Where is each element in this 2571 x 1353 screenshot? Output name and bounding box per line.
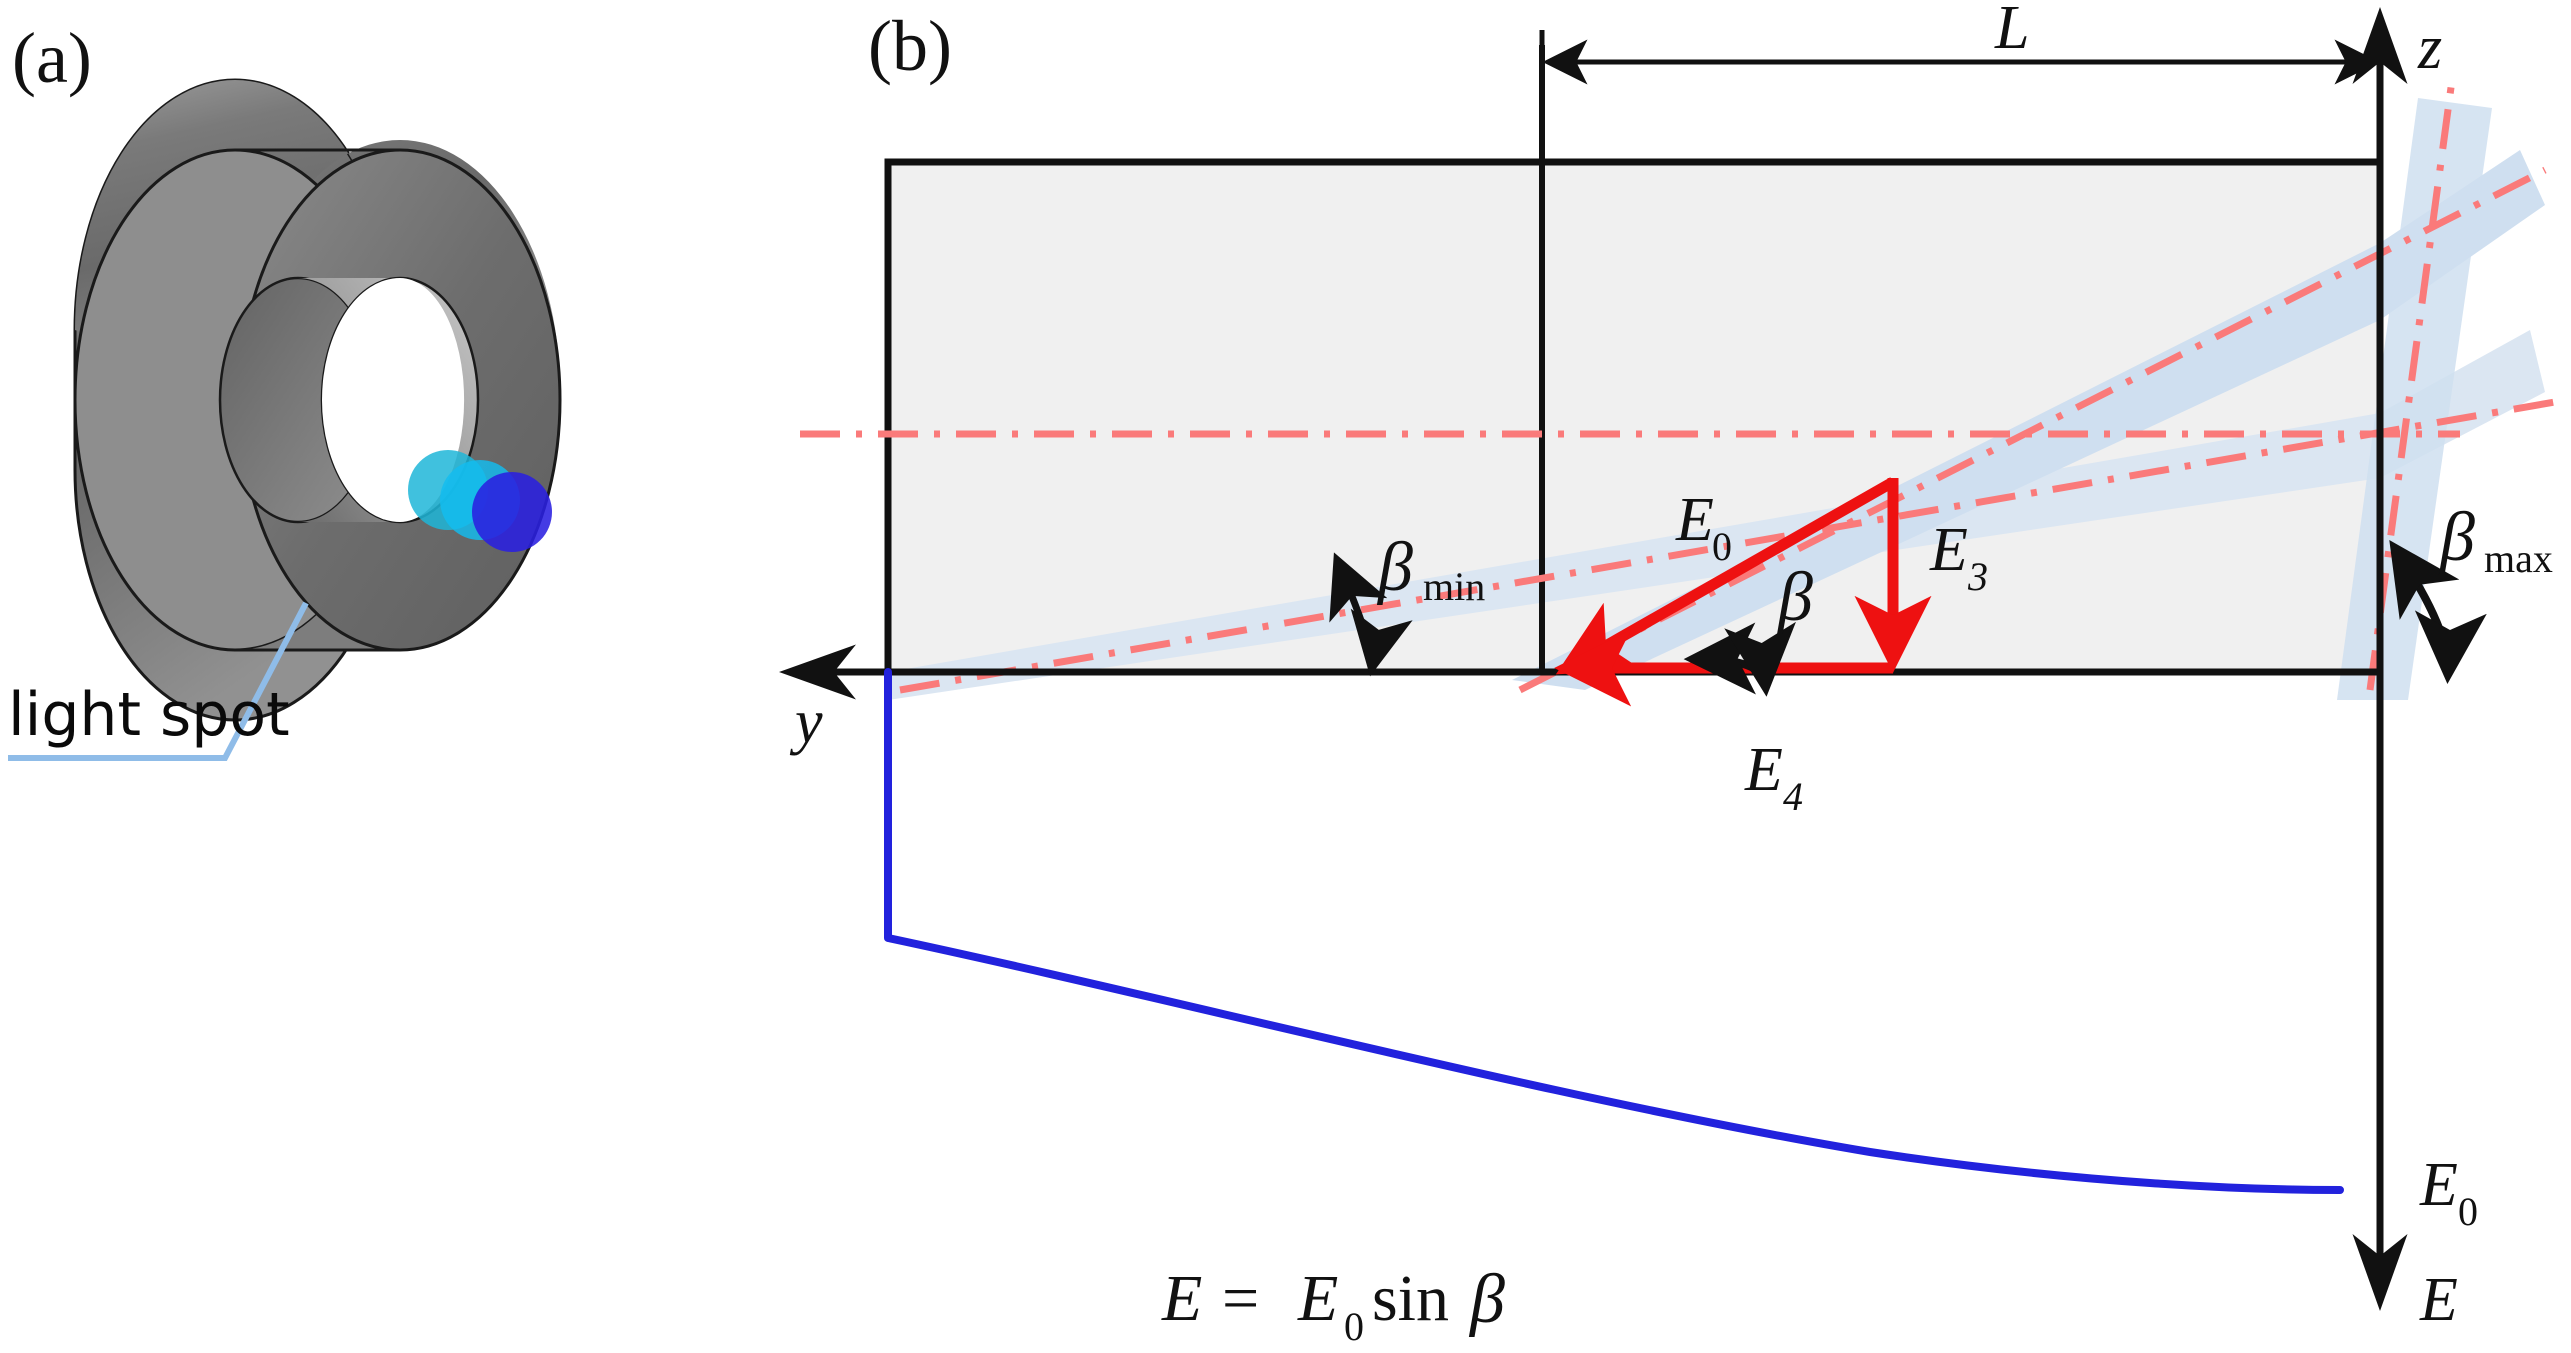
beta-label: β	[1776, 559, 1813, 636]
equation-rhs-base: E	[1297, 1262, 1338, 1335]
equation-sin: sin	[1372, 1262, 1449, 1335]
panel-a-label: (a)	[12, 18, 92, 98]
beta-min-subscript: min	[1423, 564, 1485, 609]
equation-equals: =	[1222, 1262, 1259, 1335]
vector-E3-label: E	[1929, 516, 1968, 584]
E0-asymptote-label: E	[2419, 1151, 2458, 1219]
beam-vertical-centerline	[2366, 79, 2456, 691]
y-axis-label: y	[789, 688, 823, 756]
beta-max-angle-arc	[2389, 540, 2487, 684]
vector-E4-subscript: 4	[1783, 774, 1803, 819]
E-profile-curve	[884, 668, 2344, 1194]
panel-b-label: (b)	[868, 6, 952, 86]
E-axis-label: E	[2419, 1266, 2458, 1334]
beta-min-angle-arc	[1329, 552, 1413, 677]
z-axis-label: z	[2417, 14, 2442, 82]
light-spot-leader-line[interactable]	[8, 601, 309, 761]
panel-a: (a) light spot	[8, 18, 562, 761]
beta-max-subscript: max	[2484, 536, 2553, 581]
equation-group: E = E 0 sin β	[1161, 1261, 1505, 1349]
beam-shallow-centerline	[899, 398, 2556, 694]
beam-vertical-betamax	[2337, 98, 2492, 700]
vector-E0-label: E	[1675, 486, 1714, 554]
vector-E0-subscript: 0	[1712, 524, 1732, 569]
equation-lhs: E	[1161, 1262, 1202, 1335]
beta-max-label: β	[2438, 499, 2475, 576]
dimension-L-label: L	[1994, 0, 2029, 62]
equation-rhs-subscript: 0	[1344, 1304, 1364, 1349]
beta-min-label: β	[1376, 529, 1413, 606]
vector-E3-subscript: 3	[1967, 554, 1988, 599]
light-spot-3	[472, 472, 552, 552]
E0-asymptote-subscript: 0	[2458, 1189, 2478, 1234]
light-spot-caption: light spot	[8, 680, 290, 750]
beta-angle-arc	[1683, 621, 1796, 697]
vector-E4-label: E	[1744, 736, 1783, 804]
equation-beta: β	[1468, 1261, 1505, 1338]
panel-b: (b)	[779, 0, 2556, 1349]
